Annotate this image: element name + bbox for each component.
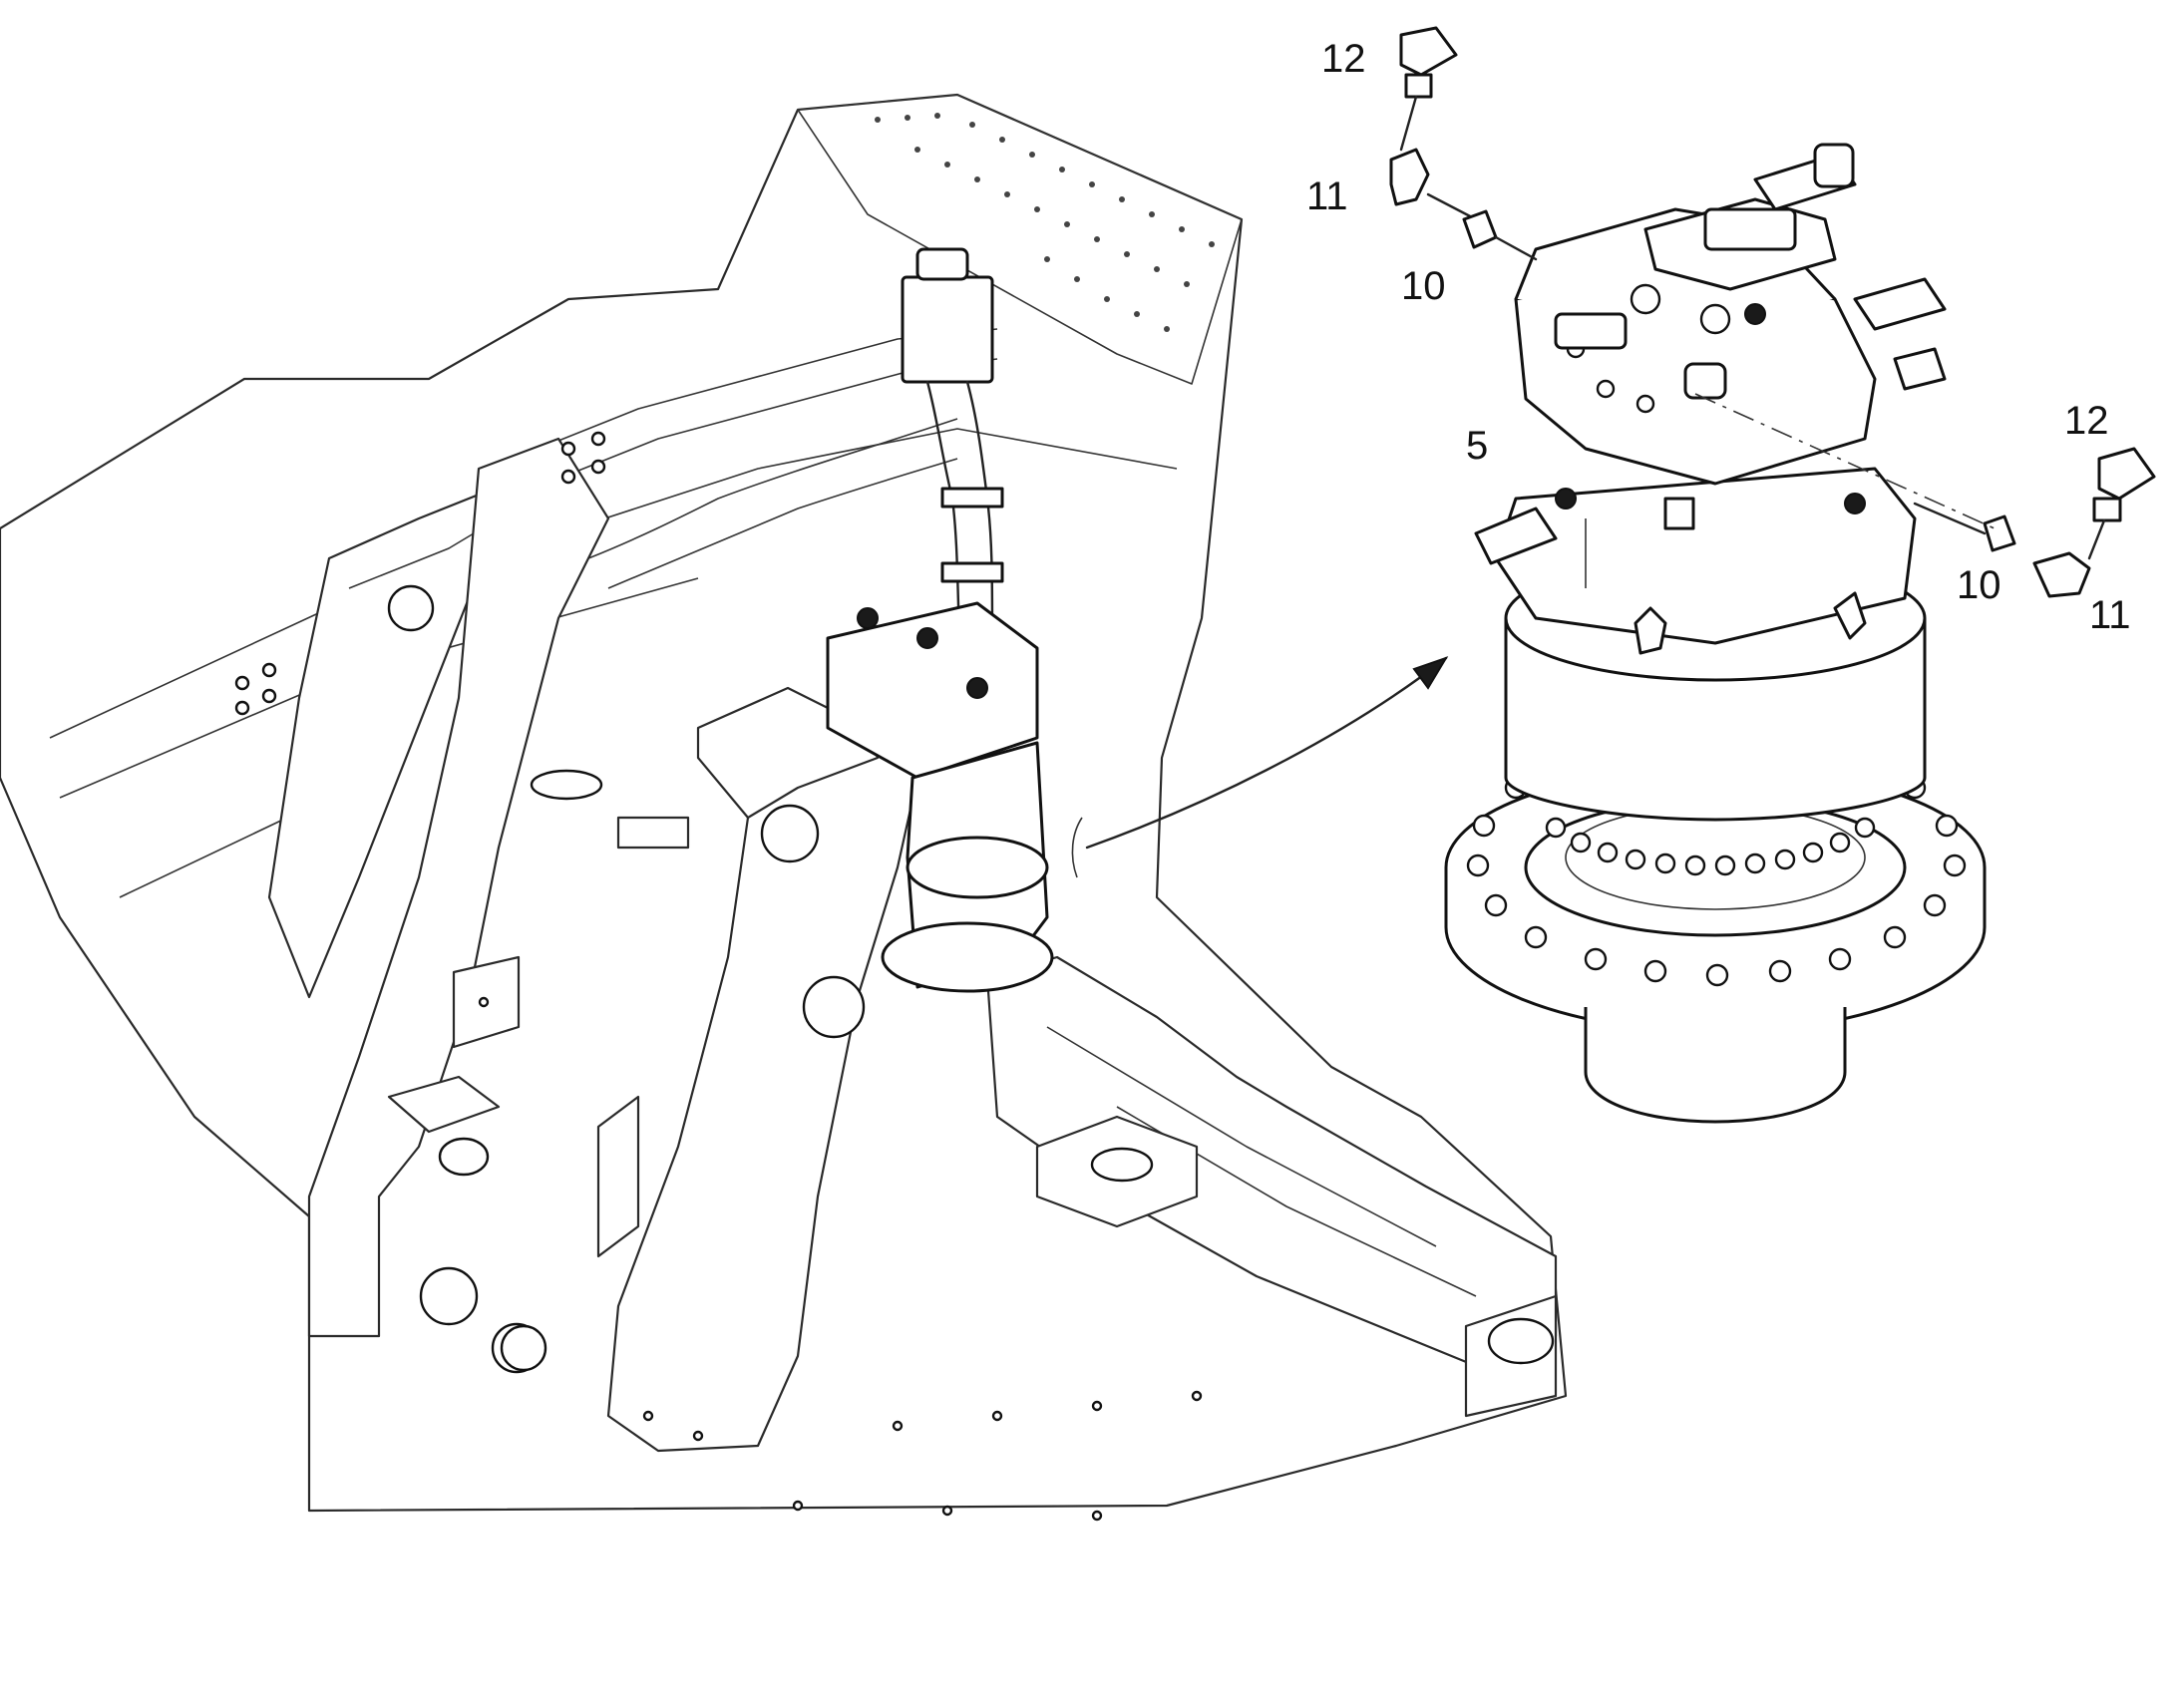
callout-12-top: 12 [1321, 37, 1366, 81]
fitting-set-top [1389, 26, 1538, 261]
gear-ring [1545, 817, 1876, 876]
callout-11-top: 11 [1306, 174, 1348, 218]
fitting-set-right [1913, 447, 2156, 598]
callout-10-right: 10 [1957, 563, 2001, 607]
harness-assembly [901, 247, 1024, 740]
deck-perforations [875, 113, 1215, 332]
swing-motor-installed [826, 601, 1054, 993]
detail-arrow [1071, 656, 1449, 878]
callout-12-right: 12 [2064, 399, 2109, 443]
callouts: 12 11 10 5 12 10 11 [1306, 37, 2131, 637]
frame-bolts [234, 431, 1203, 1522]
upper-frame-assembly [0, 93, 1568, 1522]
callout-10-top: 10 [1401, 264, 1446, 308]
swing-motor-exploded [1444, 143, 1987, 1124]
callout-5: 5 [1466, 424, 1488, 468]
callout-11-right: 11 [2089, 593, 2131, 637]
